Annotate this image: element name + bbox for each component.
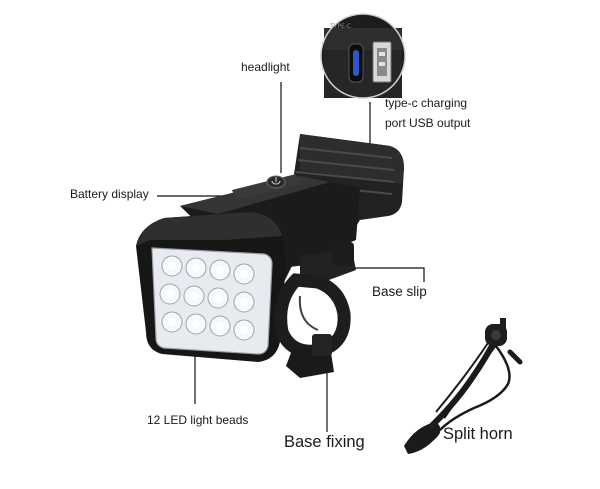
label-battery-display: Battery display [70,187,149,201]
label-base-fixing: Base fixing [284,433,365,451]
leader-base-slip [324,267,425,282]
headlight-body [136,134,404,362]
label-charging-line1: type-c charging [385,96,468,110]
mount-base [274,242,356,378]
label-headlight: headlight [241,60,290,74]
label-charging-line2: port USB output [385,116,471,130]
split-horn [404,318,523,454]
svg-text:TYPE-C: TYPE-C [329,23,351,30]
horn-strap [404,422,441,454]
port-inset: TYPE-C [320,13,406,99]
label-led-beads: 12 LED light beads [147,413,249,427]
label-base-slip: Base slip [372,284,427,299]
usb-c-port-icon [348,43,364,83]
power-icon [266,175,286,189]
usb-a-port-icon [372,41,392,83]
label-split-horn: Split horn [443,425,513,443]
